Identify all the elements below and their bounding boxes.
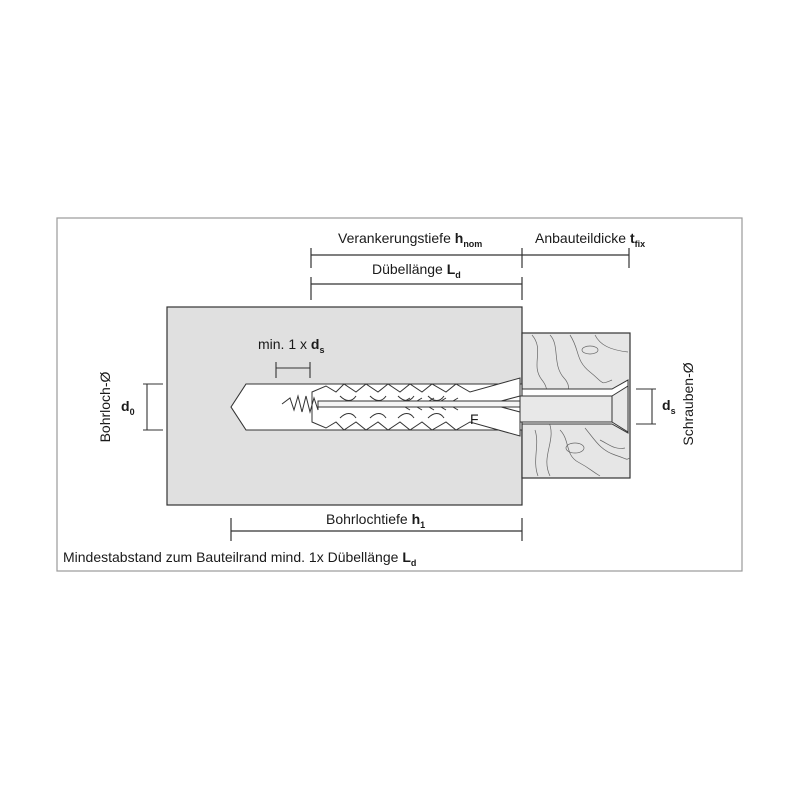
label-min-ds: min. 1 x ds <box>258 336 324 355</box>
dim-d0 <box>143 383 163 431</box>
label-bohrloch-d: Bohrloch-Ø <box>97 371 113 442</box>
label-schrauben-d: Schrauben-Ø <box>680 362 696 445</box>
screw <box>281 385 629 433</box>
label-duebellaenge: Dübellänge Ld <box>372 261 461 280</box>
dim-ds <box>636 388 656 425</box>
dim-duebellaenge <box>310 277 523 300</box>
label-bohrlochtiefe: Bohrlochtiefe h1 <box>326 511 425 530</box>
label-ds: ds <box>662 397 676 416</box>
label-d0: d0 <box>121 398 135 417</box>
label-anbauteildicke: Anbauteildicke tfix <box>535 230 645 249</box>
dim-anbauteildicke <box>522 248 630 268</box>
dim-min-ds <box>275 362 311 378</box>
footnote: Mindestabstand zum Bauteilrand mind. 1x … <box>63 549 416 568</box>
screw-mark: F <box>470 411 479 427</box>
dim-bohrlochtiefe <box>230 518 523 541</box>
dim-verankerungstiefe <box>310 248 523 268</box>
label-verankerungstiefe: Verankerungstiefe hnom <box>338 230 482 249</box>
